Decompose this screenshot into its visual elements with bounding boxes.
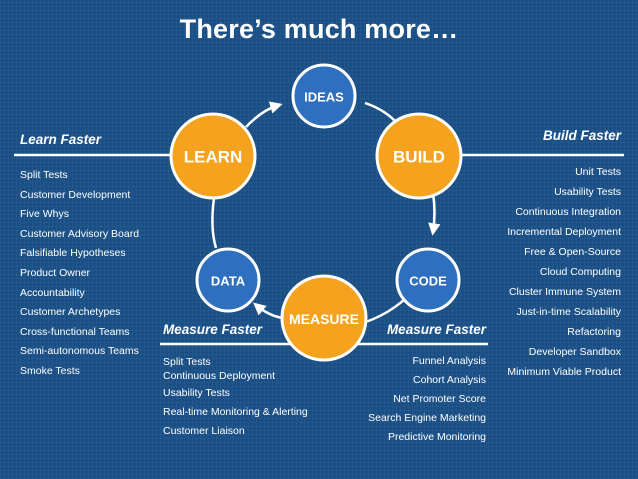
list-item: Developer Sandbox: [528, 346, 621, 358]
list-item: Falsifiable Hypotheses: [20, 247, 126, 260]
list-item: Product Owner: [20, 266, 91, 279]
list-item: Customer Archetypes: [20, 306, 121, 319]
list-item: Funnel Analysis: [412, 355, 486, 367]
node-ideas: IDEAS: [291, 63, 357, 129]
list-item: Unit Tests: [575, 166, 621, 178]
list-item: Minimum Viable Product: [507, 366, 621, 378]
node-measure: MEASURE: [280, 274, 368, 362]
node-build: BUILD: [375, 112, 463, 200]
node-learn: LEARN: [169, 112, 257, 200]
list-item: Predictive Monitoring: [387, 431, 486, 443]
list-item: Semi-autonomous Teams: [20, 345, 139, 358]
list-item: Continuous Integration: [515, 206, 621, 218]
list-item: Accountability: [20, 286, 85, 299]
list-item: Five Whys: [20, 208, 70, 221]
node-code: CODE: [395, 247, 461, 313]
list-item: Split Tests: [163, 356, 211, 368]
list-item: Smoke Tests: [20, 364, 80, 377]
measure-faster-right-list: Funnel Analysis Cohort Analysis Net Prom…: [368, 352, 486, 447]
list-item: Incremental Deployment: [507, 226, 621, 238]
build-faster-list: Unit Tests Usability Tests Continuous In…: [507, 162, 621, 382]
list-item: Just-in-time Scalability: [516, 306, 621, 318]
node-data: DATA: [195, 247, 261, 313]
node-code-label: CODE: [409, 274, 447, 289]
list-item: Cluster Immune System: [508, 286, 621, 298]
list-item: Real-time Monitoring & Alerting: [163, 405, 308, 418]
arrow-build-to-code: [428, 192, 441, 236]
list-item: Cross-functional Teams: [20, 325, 130, 338]
list-item: Continuous Deployment: [163, 370, 276, 382]
slide-title: There’s much more…: [179, 14, 459, 44]
learn-faster-list: Split Tests Customer Development Five Wh…: [20, 166, 139, 382]
measure-faster-left-heading: Measure Faster: [163, 322, 263, 337]
node-data-label: DATA: [211, 274, 246, 289]
measure-faster-left-list: Split Tests Continuous Deployment Usabil…: [163, 356, 308, 440]
list-item: Cohort Analysis: [413, 374, 486, 386]
learn-faster-heading: Learn Faster: [20, 132, 102, 147]
arrow-learn-to-ideas: [245, 101, 283, 128]
list-item: Split Tests: [20, 169, 68, 181]
list-item: Customer Liaison: [163, 424, 245, 437]
list-item: Refactoring: [567, 326, 621, 338]
node-measure-label: MEASURE: [289, 311, 359, 327]
list-item: Customer Advisory Board: [20, 227, 140, 240]
build-faster-heading: Build Faster: [542, 128, 621, 143]
list-item: Usability Tests: [163, 387, 230, 399]
list-item: Cloud Computing: [539, 266, 621, 278]
connector-code-to-measure: [362, 297, 407, 325]
node-build-label: BUILD: [393, 148, 445, 167]
list-item: Search Engine Marketing: [368, 412, 486, 424]
connector-ideas-to-build: [364, 101, 396, 122]
list-item: Net Promoter Score: [393, 393, 486, 405]
node-learn-label: LEARN: [184, 148, 243, 167]
list-item: Customer Development: [20, 188, 131, 201]
node-ideas-label: IDEAS: [304, 90, 344, 105]
list-item: Free & Open-Source: [524, 246, 621, 258]
list-item: Usability Tests: [554, 186, 621, 198]
arrow-measure-to-data: [253, 302, 284, 320]
measure-faster-right-heading: Measure Faster: [386, 322, 486, 337]
connector-data-to-learn: [211, 197, 218, 249]
